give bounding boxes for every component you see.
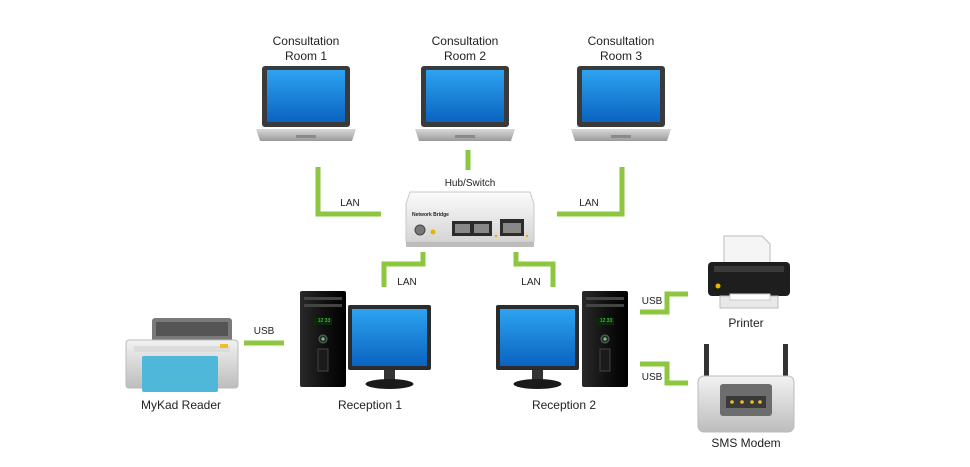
room2-label-line2: Room 2: [443, 49, 487, 63]
mykad-reader-device: [125, 318, 239, 392]
link-reception2-printer: [640, 291, 688, 315]
lan-reception2-label: LAN: [521, 277, 541, 288]
link-room1-hub: [315, 167, 381, 217]
link-room3-hub: [557, 167, 625, 217]
laptop-room3: [571, 66, 671, 141]
usb-sms-label: USB: [641, 372, 663, 383]
link-hub-reception1: [381, 252, 426, 287]
lan-room3-label: LAN: [579, 198, 599, 209]
monitor-reception1: [348, 305, 431, 389]
sms-modem-device: [697, 344, 795, 433]
room3-label-line2: Room 3: [599, 49, 643, 63]
reception2-tower-display: 12 33: [599, 318, 613, 324]
printer-label: Printer: [728, 316, 764, 330]
room2-label: Consultation Room 2: [405, 34, 525, 64]
tower-reception1: [300, 291, 346, 387]
mykad-label: MyKad Reader: [140, 398, 222, 412]
room1-label-line1: Consultation: [272, 34, 340, 48]
room1-label-line2: Room 1: [284, 49, 328, 63]
room3-label: Consultation Room 3: [561, 34, 681, 64]
room1-label: Consultation Room 1: [246, 34, 366, 64]
usb-printer-label: USB: [641, 296, 663, 307]
laptop-room2: [415, 66, 515, 141]
usb-mykad-label: USB: [253, 326, 275, 337]
lan-reception1-label: LAN: [397, 277, 417, 288]
laptop-room1: [256, 66, 356, 141]
reception1-tower-display: 12 33: [317, 318, 331, 324]
hub-label: Hub/Switch: [444, 178, 496, 189]
sms-modem-label: SMS Modem: [711, 436, 781, 450]
printer-device: [708, 235, 790, 309]
lan-room1-label: LAN: [340, 198, 360, 209]
tower-reception2: [582, 291, 628, 387]
reception1-label: Reception 1: [337, 398, 403, 412]
room2-label-line1: Consultation: [431, 34, 499, 48]
hub-device-text: Network Bridge: [412, 212, 449, 218]
link-hub-reception2: [513, 252, 556, 287]
room3-label-line1: Consultation: [587, 34, 655, 48]
monitor-reception2: [496, 305, 579, 389]
hub-switch-device: [405, 191, 535, 247]
link-reception2-sms: [640, 361, 688, 386]
reception2-label: Reception 2: [531, 398, 597, 412]
